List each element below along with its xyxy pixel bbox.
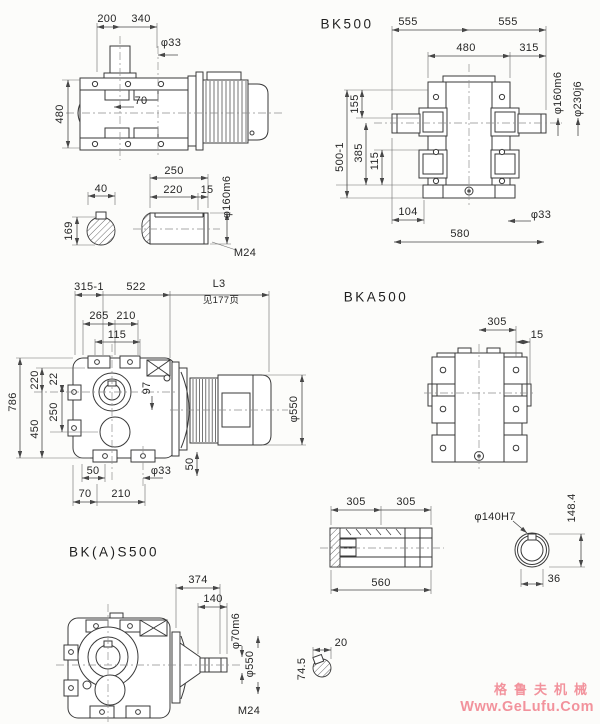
dim-key-74-5: 74.5	[296, 657, 308, 681]
view-title-bka500: BKA500	[343, 289, 409, 305]
hollow-shaft-detail-drawing	[320, 506, 585, 594]
dim-shaft-169: 169	[63, 221, 75, 241]
dim-bka500-305: 305	[487, 316, 507, 328]
dim-side-210b: 210	[111, 488, 131, 500]
dim-side-l3-note: 见177页	[202, 295, 240, 306]
dim-hollow-560: 560	[371, 577, 391, 589]
dim-hollow-148-4: 148.4	[566, 493, 578, 523]
dim-side-315-1: 315-1	[74, 281, 104, 293]
dim-input-70: 70	[134, 95, 148, 107]
dim-bkas500-374: 374	[188, 574, 208, 586]
dim-shaft-15: 15	[200, 184, 214, 196]
dim-bk500-315: 315	[519, 42, 539, 54]
watermark: 格鲁夫机械 Www.GeLufu.Com	[460, 682, 594, 716]
dim-side-115: 115	[107, 329, 127, 341]
dim-shaft-40: 40	[94, 183, 108, 195]
dim-side-786: 786	[7, 392, 19, 412]
dim-side-450: 450	[29, 419, 41, 439]
motor	[163, 361, 272, 457]
dim-bka500-15: 15	[530, 329, 544, 341]
dim-side-70: 70	[78, 488, 92, 500]
dim-hollow-phi140h7: φ140H7	[474, 511, 516, 523]
dim-bk500-500-1: 500-1	[334, 142, 346, 172]
bkas500-side-view-drawing	[56, 584, 261, 722]
dim-bk500-104: 104	[398, 206, 418, 218]
dim-bk500-115: 115	[369, 151, 381, 171]
left-shaft	[391, 113, 421, 134]
dim-shaft-phi160m6: φ160m6	[221, 175, 233, 219]
watermark-url: Www.GeLufu.Com	[460, 698, 594, 715]
dim-key-20: 20	[334, 637, 348, 649]
bka500-front-view-drawing	[424, 326, 536, 470]
output-shaft	[149, 212, 209, 245]
right-shaft	[517, 113, 547, 134]
dim-side-50a: 50	[86, 465, 100, 477]
dim-bk500-555-left: 555	[398, 16, 418, 28]
dim-bkas500-phi70m6: φ70m6	[230, 612, 242, 650]
dim-input-340: 340	[131, 13, 151, 25]
dim-bk500-555-right: 555	[498, 16, 518, 28]
dim-input-480: 480	[54, 104, 66, 124]
dim-bk500-phi230j6: φ230j6	[572, 81, 584, 117]
side-view-drawing	[16, 291, 306, 506]
dim-side-220: 220	[29, 370, 41, 390]
dim-shaft-220: 220	[163, 184, 183, 196]
dim-side-l3: L3	[212, 278, 226, 290]
dim-side-50b: 50	[184, 457, 196, 471]
dim-hollow-305a: 305	[346, 496, 366, 508]
dim-side-210: 210	[116, 310, 136, 322]
dim-side-97: 97	[141, 381, 153, 395]
dim-bk500-480: 480	[456, 42, 476, 54]
view-title-bkas500: BK(A)S500	[68, 544, 160, 560]
watermark-brand: 格鲁夫机械	[493, 681, 594, 697]
dim-side-phi550: φ550	[288, 395, 300, 423]
dim-hollow-305b: 305	[396, 496, 416, 508]
dim-side-265: 265	[89, 310, 109, 322]
dim-shaft-250: 250	[164, 165, 184, 177]
dim-bkas500-phi550: φ550	[244, 650, 256, 678]
input-side-view-drawing	[62, 23, 285, 160]
dim-bk500-phi33: φ33	[530, 209, 552, 221]
bk500-top-view-drawing	[336, 26, 581, 245]
dim-side-522: 522	[126, 281, 146, 293]
dim-input-phi33: φ33	[160, 37, 182, 49]
dim-bk500-phi160m6: φ160m6	[552, 71, 564, 115]
dim-bk500-580: 580	[450, 228, 470, 240]
dim-bkas500-m24: M24	[237, 705, 261, 717]
dim-bk500-155: 155	[349, 94, 361, 114]
dim-side-250: 250	[48, 402, 60, 422]
dim-side-phi33: φ33	[150, 465, 172, 477]
key-section-detail-drawing	[312, 647, 332, 678]
dim-bkas500-140: 140	[203, 593, 223, 605]
dim-side-22: 22	[48, 372, 60, 386]
output-shaft-detail-drawing	[72, 174, 237, 251]
dim-bk500-385: 385	[353, 143, 365, 163]
dim-shaft-m24: M24	[233, 247, 257, 259]
dim-input-200: 200	[97, 13, 117, 25]
dim-hollow-36: 36	[547, 573, 561, 585]
motor	[187, 71, 269, 151]
view-title-bk500: BK500	[320, 16, 374, 32]
